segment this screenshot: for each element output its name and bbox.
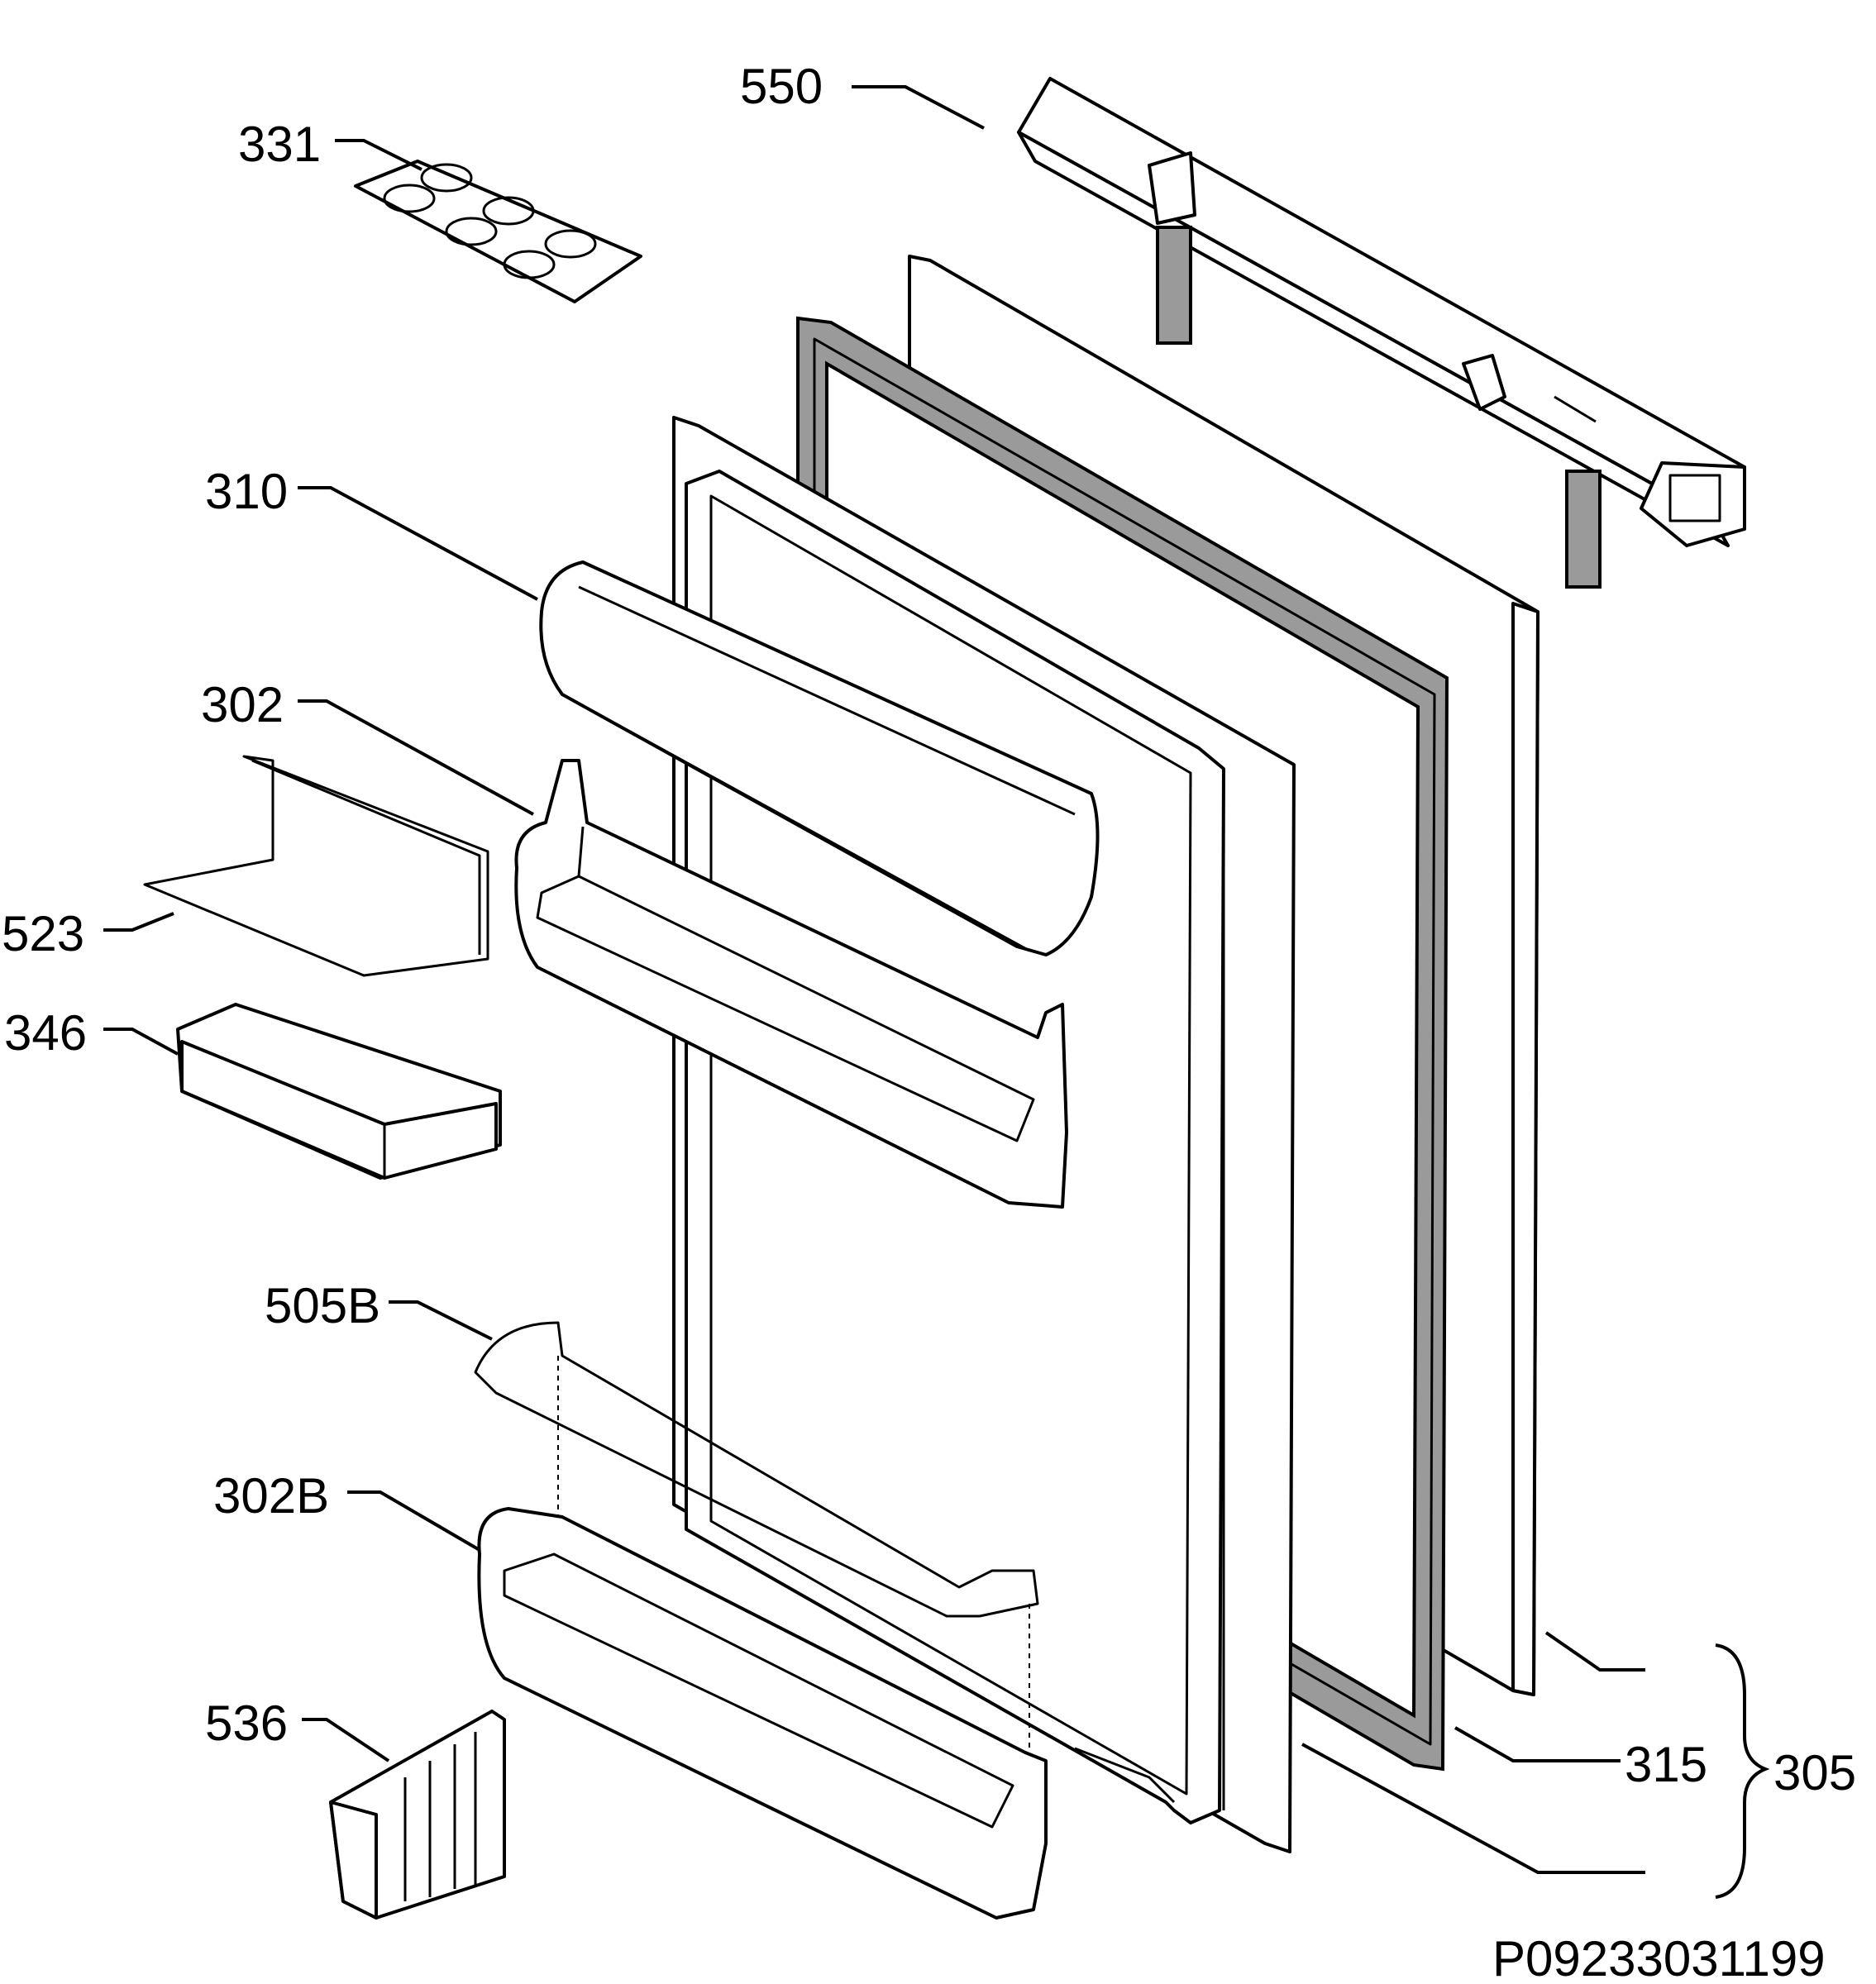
callout-523: 523: [2, 906, 84, 961]
part-302b-lower-door-bin: [477, 1507, 1048, 1920]
callout-346: 346: [4, 1005, 87, 1061]
callout-labels: 550 331 310 302 523 346 505B 302B 536 31…: [2, 59, 1856, 1984]
part-523-wire-rail: [143, 755, 489, 977]
part-550-top-hinge-rail: [1017, 77, 1746, 589]
callout-305: 305: [1773, 1745, 1856, 1800]
callout-310: 310: [205, 464, 288, 519]
callout-315: 315: [1625, 1737, 1707, 1792]
callout-536: 536: [205, 1695, 288, 1751]
callout-550: 550: [740, 59, 823, 114]
callout-331: 331: [238, 117, 321, 172]
callout-505b: 505B: [265, 1278, 380, 1333]
callout-302b: 302B: [213, 1468, 329, 1524]
callout-302: 302: [201, 677, 284, 732]
part-505b-lower-bar: [474, 1321, 1039, 1769]
part-310-upper-shelf-lid: [539, 560, 1100, 956]
part-302-upper-door-bin: [514, 759, 1068, 1209]
part-536-bottle-divider: [329, 1710, 506, 1920]
part-331-egg-tray: [354, 160, 642, 303]
drawing-code: P09233031199: [1492, 1931, 1826, 1984]
leader-lines: [103, 85, 1770, 1899]
part-346-dairy-box: [176, 1003, 502, 1180]
